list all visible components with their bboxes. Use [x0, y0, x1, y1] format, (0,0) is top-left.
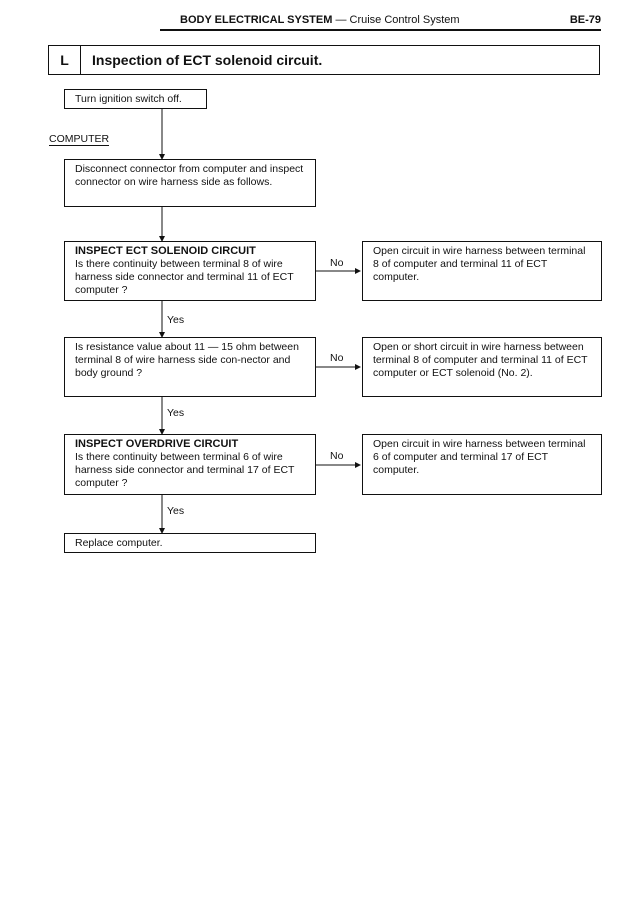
- header-system: BODY ELECTRICAL SYSTEM: [180, 14, 333, 26]
- check3-heading: INSPECT OVERDRIVE CIRCUIT: [75, 438, 239, 450]
- check3-question: Is there continuity between terminal 6 o…: [75, 451, 295, 489]
- running-header: BODY ELECTRICAL SYSTEM — Cruise Control …: [180, 14, 460, 26]
- check1-yes-label: Yes: [167, 314, 185, 326]
- step-disconnect-connector: Disconnect connector from computer and i…: [64, 159, 316, 207]
- check2-no-label: No: [330, 352, 344, 364]
- check3-yes-label: Yes: [167, 505, 185, 517]
- header-subsystem: Cruise Control System: [349, 14, 460, 26]
- check2-no-result: Open or short circuit in wire harness be…: [362, 337, 602, 397]
- check-resistance-value: Is resistance value about 11 — 15 ohm be…: [64, 337, 316, 397]
- section-title: Inspection of ECT solenoid circuit.: [92, 52, 323, 68]
- check1-heading: INSPECT ECT SOLENOID CIRCUIT: [75, 245, 256, 257]
- check-overdrive-circuit: INSPECT OVERDRIVE CIRCUIT Is there conti…: [64, 434, 316, 495]
- check3-no-label: No: [330, 450, 344, 462]
- header-separator: —: [332, 14, 350, 26]
- check1-question: Is there continuity between terminal 8 o…: [75, 258, 294, 296]
- step-turn-ignition-off: Turn ignition switch off.: [64, 89, 207, 109]
- check2-yes-label: Yes: [167, 407, 185, 419]
- check3-no-result: Open circuit in wire harness between ter…: [362, 434, 602, 495]
- header-rule: [160, 29, 601, 31]
- section-letter: L: [49, 46, 81, 74]
- section-title-box: L Inspection of ECT solenoid circuit.: [48, 45, 600, 75]
- check1-no-result: Open circuit in wire harness between ter…: [362, 241, 602, 301]
- computer-label: COMPUTER: [49, 133, 110, 146]
- check-ect-solenoid-circuit: INSPECT ECT SOLENOID CIRCUIT Is there co…: [64, 241, 316, 301]
- step-replace-computer: Replace computer.: [64, 533, 316, 553]
- page-number: BE-79: [569, 14, 601, 26]
- check1-no-label: No: [330, 257, 344, 269]
